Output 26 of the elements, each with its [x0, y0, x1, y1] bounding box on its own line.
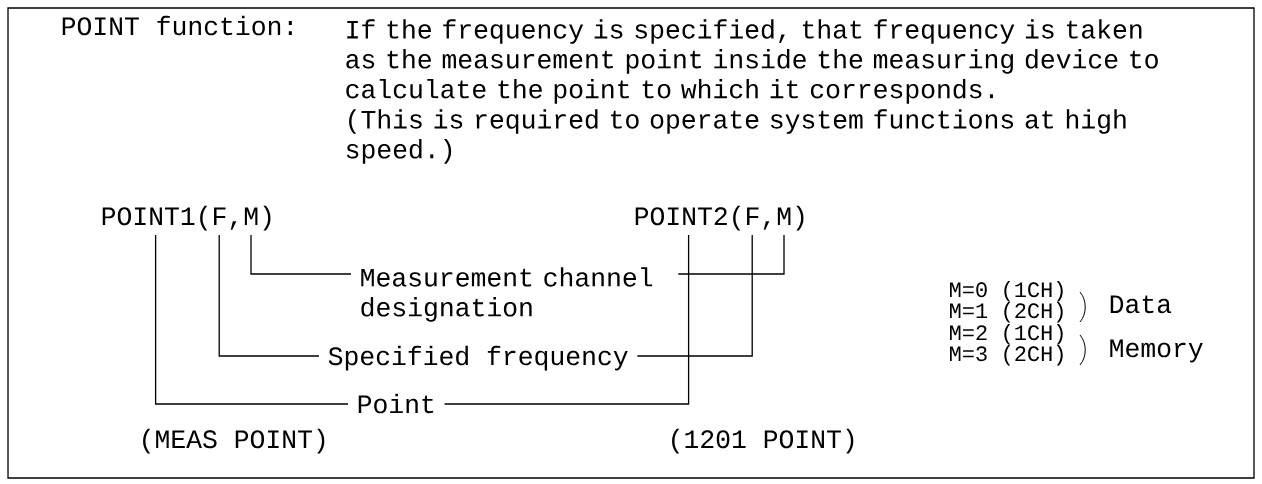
leader-line: [677, 234, 785, 275]
heading-label: POINT function:: [62, 15, 292, 36]
mode-label: M=1: [950, 303, 988, 318]
group-label: Data: [1110, 295, 1172, 314]
description-text: If the frequency is specified, that frequency is taken as the measurement point inside the measuring device to calculate the point to which it corresponds.: [346, 19, 1158, 104]
leader-line: [154, 234, 349, 405]
leader-line: [636, 234, 753, 357]
mode-label: M=2: [950, 325, 987, 340]
parameter-text: POINT2(F,M): [635, 205, 804, 231]
leader-line: [218, 234, 320, 357]
parameter-text: POINT1(F,M): [102, 205, 271, 231]
channel-label: (2CH): [1004, 345, 1063, 366]
scale-note: (MEAS POINT): [143, 428, 325, 454]
channel-label: (2CH): [1004, 302, 1063, 323]
leader-line: [250, 234, 352, 275]
leader-label: Specified frequency: [328, 345, 628, 371]
note-text: (This is required to operate system functions at high speed.): [346, 109, 1126, 164]
mode-label: M=3: [950, 346, 987, 362]
leader-label: Point: [358, 393, 434, 414]
leader-line: [443, 234, 690, 405]
channel-label: (1CH): [1004, 324, 1063, 345]
channel-label: (1CH): [1004, 281, 1063, 302]
leader-label: Measurement channel designation: [361, 267, 653, 322]
group-label: Memory: [1110, 339, 1203, 363]
scale-note: (1201 POINT): [672, 428, 854, 454]
mode-label: M=0: [950, 282, 987, 298]
